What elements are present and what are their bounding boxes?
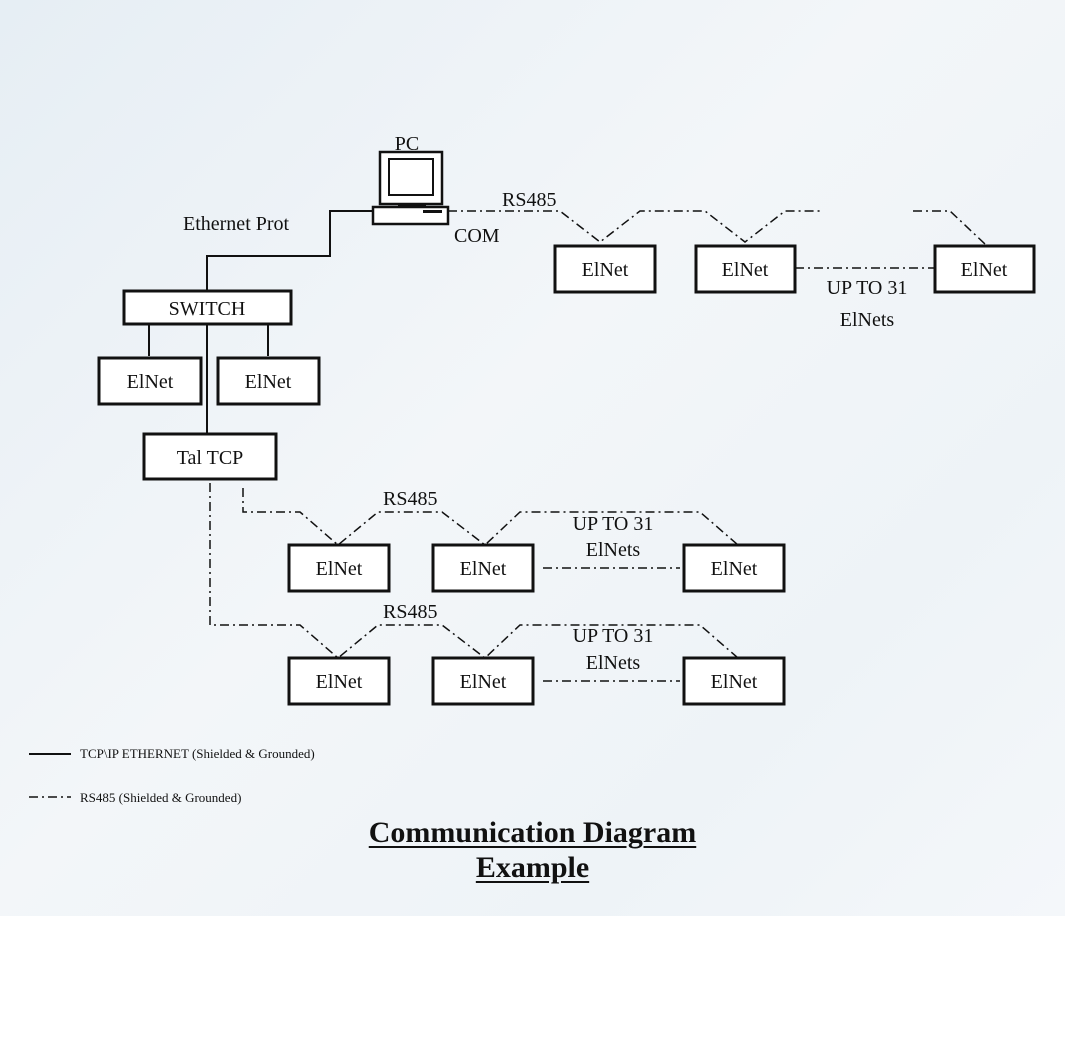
com-label: COM: [454, 225, 500, 247]
legend-ethernet-label: TCP\IP ETHERNET (Shielded & Grounded): [80, 746, 315, 761]
elnets-label: ElNets: [586, 652, 641, 674]
elnets-label: ElNets: [840, 309, 895, 331]
elnet-box: ElNet: [694, 244, 797, 294]
switch-label: SWITCH: [169, 298, 246, 320]
elnet-box: ElNet: [682, 656, 786, 706]
up-to-31-label: UP TO 31: [827, 277, 908, 299]
elnet-box: ElNet: [553, 244, 657, 294]
elnet-label: ElNet: [127, 371, 174, 393]
legend: TCP\IP ETHERNET (Shielded & Grounded) RS…: [29, 746, 315, 805]
rs485-chain-bottom: [209, 483, 739, 682]
diagram-title-line1: Communication Diagram: [368, 816, 697, 849]
elnet-label: ElNet: [460, 671, 507, 693]
elnet-box: ElNet: [431, 656, 535, 706]
rs485-chain-middle: [242, 488, 739, 569]
elnet-box: ElNet: [431, 543, 535, 593]
rs485-label: RS485: [383, 488, 437, 510]
elnet-box: ElNet: [933, 244, 1036, 294]
pc-computer-icon: [371, 150, 450, 226]
elnet-box: ElNet: [287, 543, 391, 593]
elnet-box: ElNet: [287, 656, 391, 706]
switch-box: SWITCH: [122, 289, 293, 326]
elnet-label: ElNet: [245, 371, 292, 393]
legend-rs485-label: RS485 (Shielded & Grounded): [80, 790, 241, 805]
diagram-title: Communication Diagram Example: [0, 815, 1065, 885]
elnets-label: ElNets: [586, 539, 641, 561]
elnet-label: ElNet: [582, 259, 629, 281]
up-to-31-label: UP TO 31: [573, 625, 654, 647]
elnet-label: ElNet: [711, 671, 758, 693]
elnet-label: ElNet: [316, 558, 363, 580]
elnet-label: ElNet: [711, 558, 758, 580]
elnet-box: ElNet: [97, 356, 203, 406]
diagram-title-line2: Example: [475, 851, 590, 884]
tal-tcp-label: Tal TCP: [177, 447, 244, 469]
rs485-chain-top: [448, 210, 986, 269]
rs485-label: RS485: [502, 189, 556, 211]
elnet-label: ElNet: [316, 671, 363, 693]
ethernet-lines: [148, 210, 373, 434]
elnet-label: ElNet: [460, 558, 507, 580]
pc-label: PC: [395, 133, 419, 155]
ethernet-port-label: Ethernet Prot: [183, 213, 290, 235]
elnet-label: ElNet: [961, 259, 1008, 281]
up-to-31-label: UP TO 31: [573, 513, 654, 535]
elnet-box: ElNet: [682, 543, 786, 593]
rs485-label: RS485: [383, 601, 437, 623]
elnet-label: ElNet: [722, 259, 769, 281]
tal-tcp-box: Tal TCP: [142, 432, 278, 481]
elnet-box: ElNet: [216, 356, 321, 406]
